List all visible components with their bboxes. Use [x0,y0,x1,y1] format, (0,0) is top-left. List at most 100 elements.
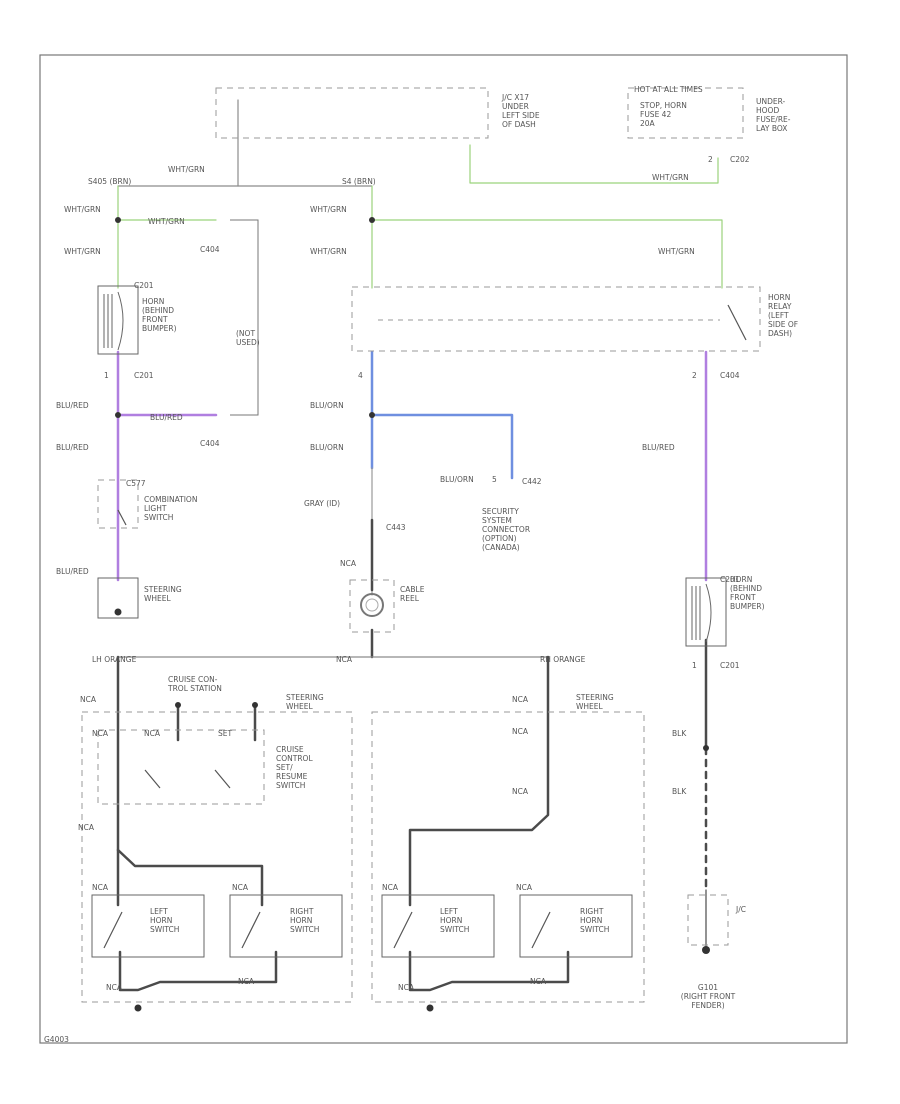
cruise-term-2 [252,702,258,708]
label-nca-r1: NCA [512,695,529,704]
steering-ground [114,608,122,616]
label-c577: C577 [126,479,146,488]
label-wht-grn-1: WHT/GRN [64,205,101,214]
label-pin2-relay: 2 [692,371,697,380]
right-horn-switch-right-wheel [519,894,633,958]
label-fig-code: G4003 [44,1035,69,1044]
label-wht-grn-4: WHT/GRN [310,247,347,256]
label-wht-grn-3: WHT/GRN [64,247,101,256]
label-wht-grn-5: WHT/GRN [658,247,695,256]
label-bus2-left: LH ORANGE [92,655,137,664]
label-nca-r5: NCA [516,883,533,892]
label-nca-l4: NCA [78,823,95,832]
switch-contact-1 [103,911,123,949]
label-nca-r6: NCA [398,983,415,992]
jc-bottom-box [687,894,729,946]
left-horn-switch-right-wheel [381,894,495,958]
label-bus2-mid: NCA [336,655,353,664]
label-blu-orn-1: BLU/ORN [310,401,344,410]
label-nca-reel: NCA [340,559,357,568]
label-wht-grn-2: WHT/GRN [310,205,347,214]
comb-switch-contact [117,509,127,526]
label-c201-b: C201 [134,371,154,380]
label-nca-l5: NCA [92,883,109,892]
cable-reel-inner [365,598,379,612]
label-nca-r3: NCA [512,787,529,796]
label-bus-left: S405 (BRN) [88,177,131,186]
wire-left-cruise-join [116,848,264,907]
diagram-frame [39,54,848,1044]
horn-relay-box [351,286,761,352]
label-gray-id: GRAY (ID) [304,499,340,508]
left-wheel-ground [134,1004,142,1012]
label-c442: C442 [522,477,542,486]
horn-right-symbol [685,577,727,647]
wire-left-ground-loop [118,950,278,992]
wire-right-lower [408,655,550,907]
label-nca-l3: NCA [144,729,161,738]
wire-mid-green-to-relay [371,219,723,289]
cruise-switch-box [97,729,265,805]
label-blu-red-1: BLU/RED [56,401,89,410]
steering-left-box [81,711,353,1003]
label-blu-orn-2: BLU/ORN [310,443,344,452]
label-jc-bottom: J/C [735,905,746,914]
wire-jc-to-fuse [469,144,719,184]
right-wheel-ground [426,1004,434,1012]
label-blu-red-2: BLU/RED [56,443,89,452]
cable-reel-box [349,579,395,633]
label-nca-l8: NCA [238,977,255,986]
right-horn-switch-left-wheel [229,894,343,958]
label-blk-1: BLK [672,729,687,738]
label-bus-right: S4 (BRN) [342,177,376,186]
label-nca-r7: NCA [530,977,547,986]
label-pin5: 5 [492,475,497,484]
splice-5 [703,745,709,751]
label-nca-r2: NCA [512,727,529,736]
steering-right-box [371,711,645,1003]
label-blu-orn-h: BLU/ORN [440,475,474,484]
steering-wheel-symbol [97,577,139,619]
label-wht-grn-top-left: WHT/GRN [168,165,205,174]
wire-cruise-top [176,703,257,742]
label-c201-d: C201 [720,661,740,670]
label-c202-right: C202 [730,155,750,164]
label-c201-a: C201 [134,281,154,290]
not-used-bracket [230,219,259,416]
label-c404-c: C404 [720,371,740,380]
label-blu-red-3: BLU/RED [56,567,89,576]
label-c404-a: C404 [200,245,220,254]
label-blu-red-h: BLU/RED [150,413,183,422]
cruise-term-1 [175,702,181,708]
relay-switch-contact [727,304,747,341]
splice-1 [115,217,121,223]
jc-top-box [215,87,489,139]
splice-2 [369,217,375,223]
label-nca-l2: NCA [92,729,109,738]
label-c443: C443 [386,523,406,532]
ground-point [702,946,710,954]
label-pin2: 2 [708,155,713,164]
label-pin4: 4 [358,371,363,380]
cruise-switch-contacts [144,769,231,789]
label-fuse-box-head: HOT AT ALL TIMES [634,85,703,94]
